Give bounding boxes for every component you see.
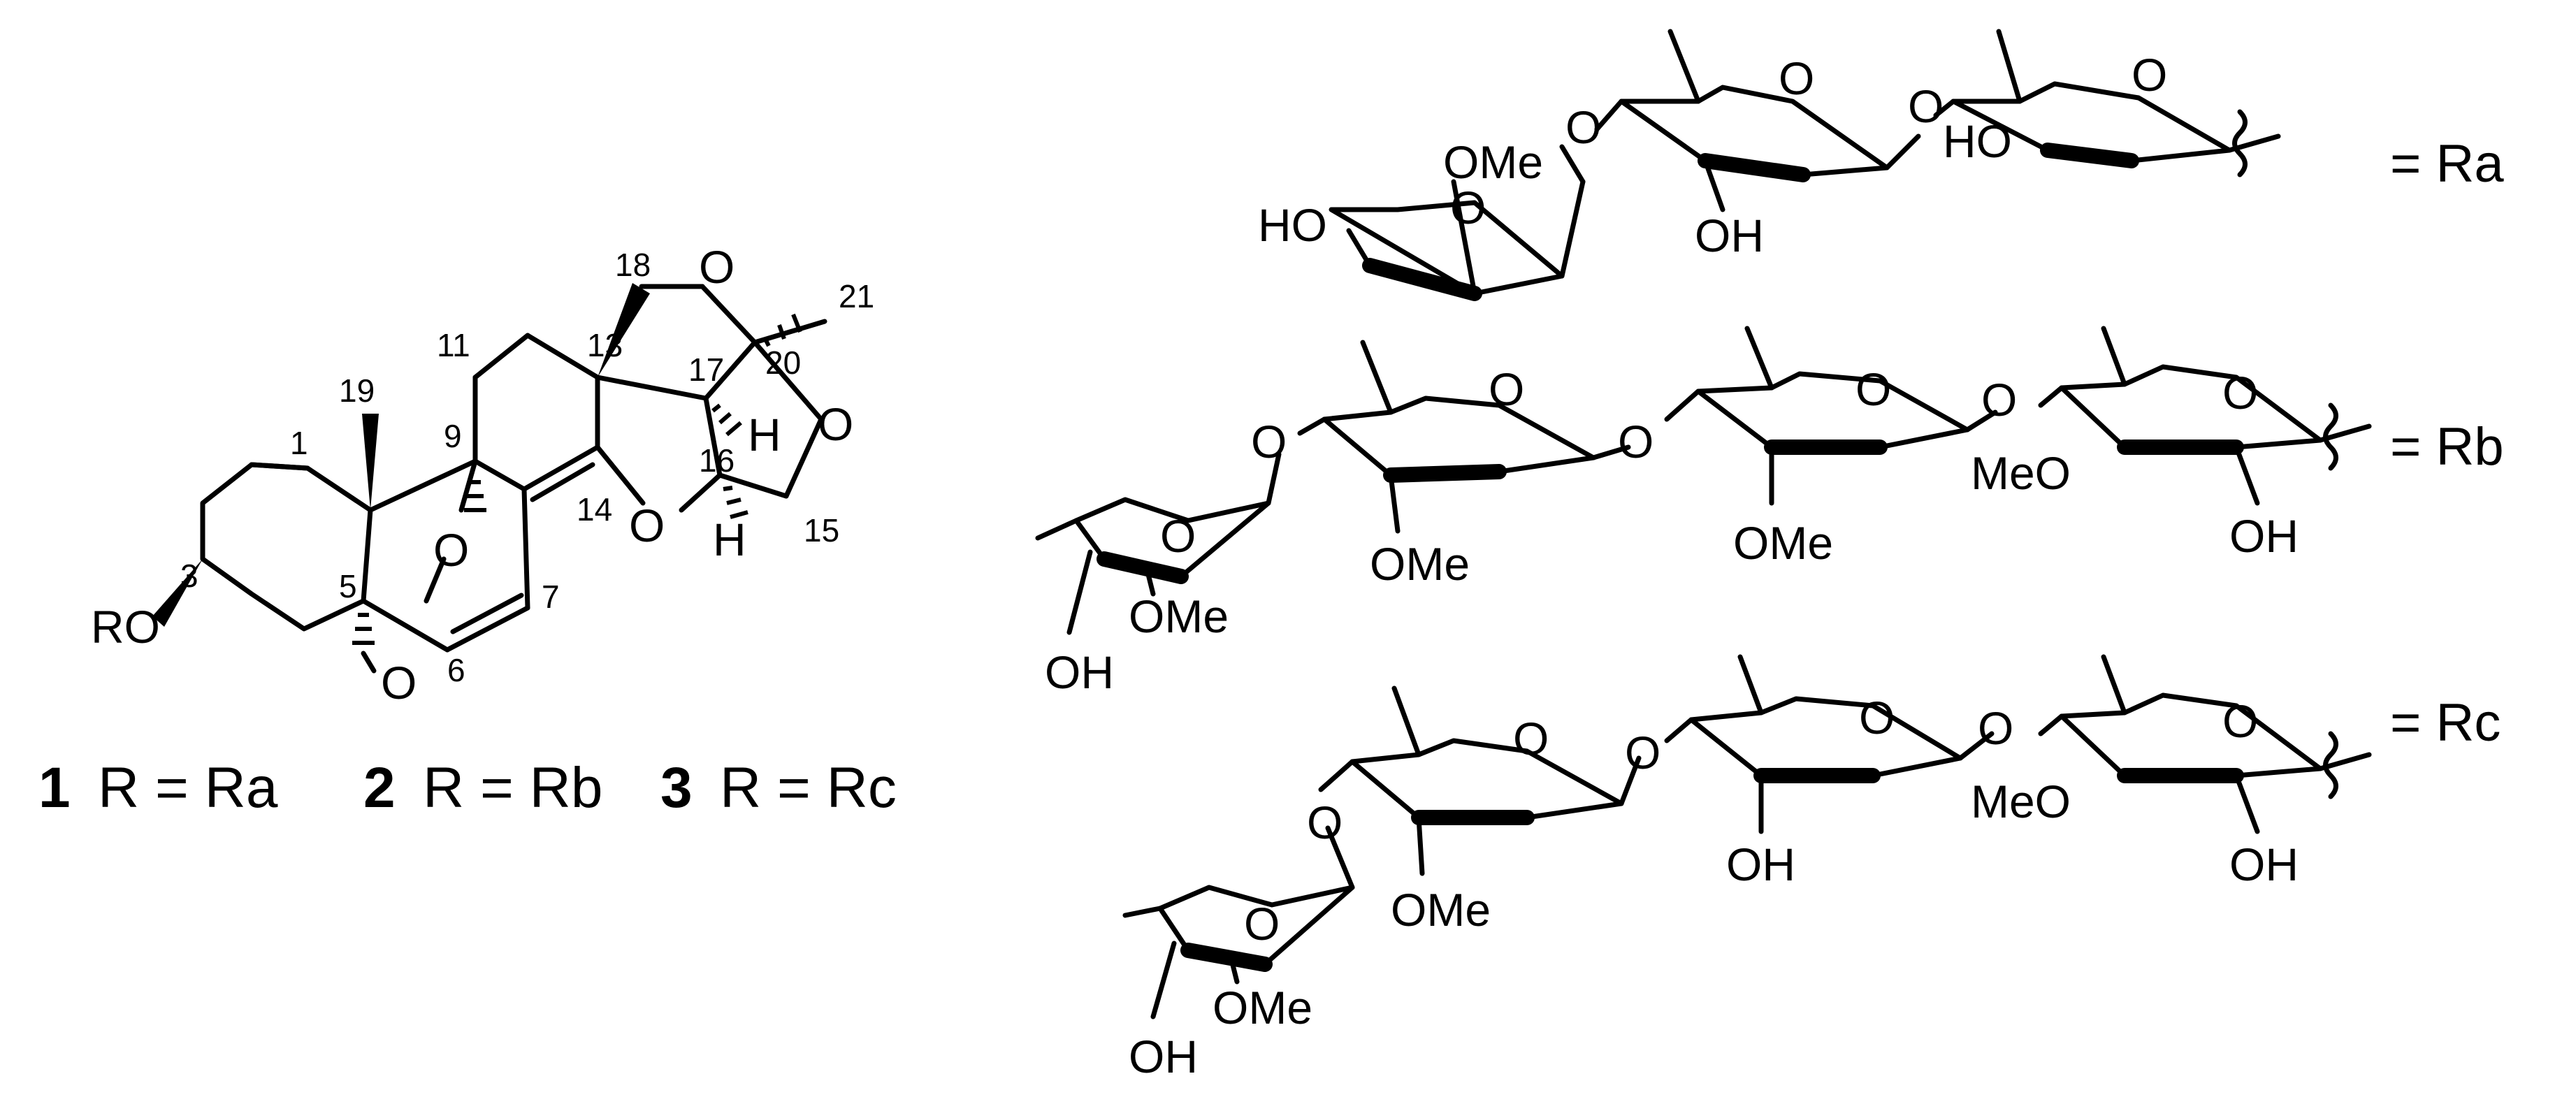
h16-label: H [713, 514, 746, 565]
caption-1-text: R = Ra [98, 756, 278, 820]
num-20: 20 [765, 344, 801, 381]
num-11: 11 [437, 327, 470, 363]
rc-oh1: OH [1129, 1031, 1198, 1082]
rb-ome1: OMe [1129, 590, 1229, 642]
c5-hash [352, 613, 375, 645]
ra-o-ring2: O [1779, 52, 1814, 104]
ra-ho3: HO [1943, 115, 2012, 167]
ring-a-bonds [200, 462, 373, 632]
c3-wedge [152, 559, 203, 627]
core-structure: RO O O O O O H H 1 3 5 6 7 9 11 13 14 15… [91, 241, 874, 709]
rc-label: = Rc [2390, 693, 2501, 753]
o-ring-e: O [629, 500, 665, 551]
num-7: 7 [542, 579, 560, 615]
rb-o-ring4: O [2222, 367, 2258, 419]
ra-o-ring3: O [2132, 49, 2167, 101]
rb-ome2: OMe [1370, 538, 1470, 590]
rc-o-ring1: O [1244, 898, 1280, 950]
caption-3-text: R = Rc [720, 756, 897, 820]
ra-ho1: HO [1258, 199, 1327, 251]
num-13: 13 [587, 327, 623, 363]
rb-o-link2: O [1618, 416, 1654, 467]
ra-o-link1: O [1565, 101, 1601, 153]
compound-caption: 1 R = Ra 2 R = Rb 3 R = Rc [38, 756, 897, 820]
rc-o-link2: O [1625, 727, 1660, 778]
rc-o-ring2: O [1513, 713, 1549, 764]
rc-oh3: OH [1726, 838, 1795, 890]
rb-o-link3: O [1981, 374, 2017, 426]
rb-meo4: MeO [1971, 447, 2071, 499]
ro-label: RO [91, 601, 160, 653]
rb-ome3: OMe [1733, 517, 1833, 569]
rc-oh4: OH [2229, 838, 2299, 890]
h16-hash [723, 486, 748, 519]
rb-o-ring2: O [1489, 363, 1524, 415]
rb-chain: O OH OMe O O OMe O O OMe O O MeO OH = Rb [1035, 326, 2504, 698]
rc-chain: O OH OMe O O OMe O O OH O O MeO OH = Rc [1122, 654, 2501, 1082]
rc-o-ring4: O [2222, 695, 2258, 747]
o-bridge-lower: O [381, 657, 417, 709]
num-17: 17 [688, 351, 724, 388]
num-15: 15 [804, 512, 839, 549]
rb-o-ring1: O [1160, 510, 1196, 562]
rc-o-ring3: O [1859, 692, 1895, 743]
rc-o-link1: O [1307, 797, 1343, 848]
caption-3-number: 3 [660, 756, 693, 820]
ra-o-link2: O [1908, 80, 1944, 132]
ra-o-ring1: O [1450, 182, 1486, 233]
num-5: 5 [339, 568, 357, 604]
h17-label: H [748, 409, 781, 460]
num-6: 6 [447, 652, 465, 688]
num-16: 16 [699, 442, 735, 479]
o-bridge-upper: O [433, 524, 469, 576]
rb-oh1: OH [1045, 646, 1114, 698]
rb-o-link1: O [1251, 416, 1287, 467]
c9-hash [464, 480, 486, 512]
ra-oh2: OH [1695, 210, 1764, 261]
h17-hash [711, 403, 742, 437]
rb-oh4: OH [2229, 510, 2299, 562]
num-3: 3 [180, 558, 198, 594]
num-9: 9 [444, 418, 462, 454]
c21-hash [763, 313, 802, 347]
caption-2-number: 2 [363, 756, 396, 820]
ra-label: = Ra [2390, 134, 2504, 194]
caption-2-text: R = Rb [423, 756, 603, 820]
rb-label: = Rb [2390, 417, 2504, 477]
c19-wedge [362, 414, 379, 510]
c13-wedge [598, 283, 650, 377]
rc-o-link3: O [1978, 702, 2013, 754]
num-18: 18 [615, 247, 651, 283]
o-ring-g: O [818, 398, 853, 450]
o-ring-f: O [699, 241, 735, 293]
ra-ome1: OMe [1443, 136, 1543, 188]
ra-chain: HO OMe O O O OH O O HO = Ra [1258, 29, 2504, 301]
num-21: 21 [839, 278, 874, 314]
num-1: 1 [290, 425, 308, 461]
num-19: 19 [339, 372, 375, 409]
num-14: 14 [577, 491, 612, 528]
rb-o-ring3: O [1855, 363, 1891, 415]
rc-ome2: OMe [1391, 884, 1491, 936]
rc-ome1: OMe [1213, 982, 1312, 1033]
rc-meo4: MeO [1971, 776, 2071, 827]
caption-1-number: 1 [38, 756, 71, 820]
